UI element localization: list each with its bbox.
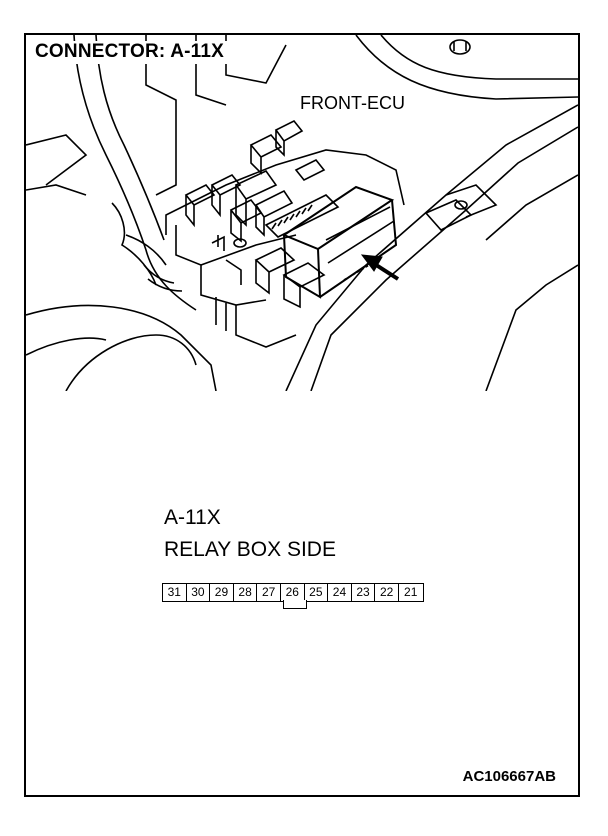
connector-name: A-11X [164,506,221,529]
connector-side: RELAY BOX SIDE [164,538,336,561]
pin-21: 21 [404,585,418,599]
pin-24: 24 [328,584,352,601]
diagram-frame: CONNECTOR: A-11X FRONT-ECU A-11X RELAY B… [24,33,580,797]
pin-28: 28 [234,584,258,601]
relay-box-illustration [26,35,578,391]
front-ecu-callout: FRONT-ECU [298,93,407,114]
pin-22: 22 [375,584,399,601]
pin-31: 31 [163,584,187,601]
figure-code: AC106667AB [462,768,556,785]
pin-30: 30 [187,584,211,601]
pin-26: 26 [281,584,305,601]
pin-27: 27 [257,584,281,601]
pin-29: 29 [210,584,234,601]
page-title: CONNECTOR: A-11X [34,41,228,64]
connector-key-tab [283,600,307,609]
pin-23: 23 [352,584,376,601]
connector-pin-row: 31 30 29 28 27 26 25 24 23 22 21 [162,583,424,602]
pin-25: 25 [305,584,329,601]
